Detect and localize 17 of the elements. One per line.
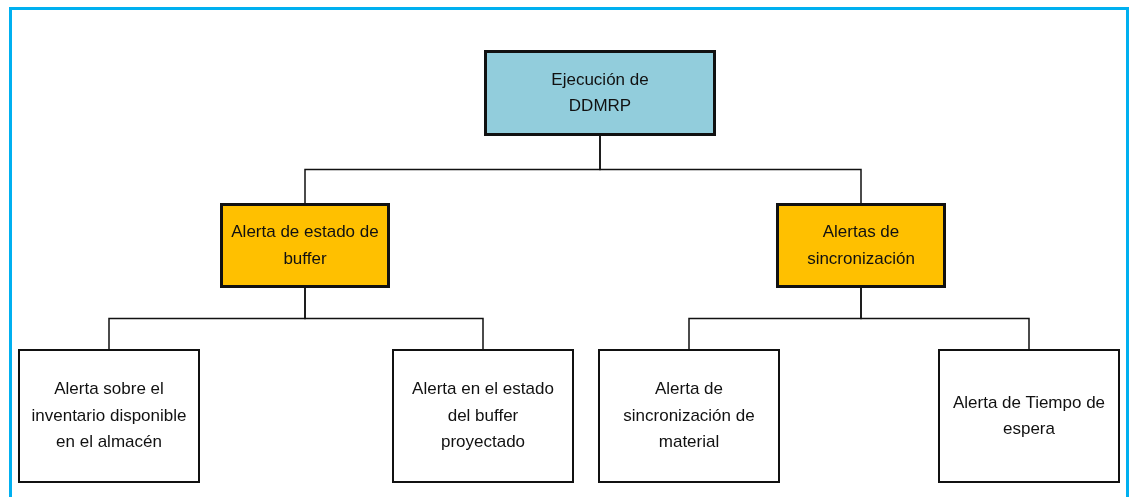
node-text: Alerta sobre el inventario disponible en el almacén [30, 378, 188, 454]
node-text: Alerta en el estado del buffer proyectado [411, 378, 555, 454]
node-box [776, 203, 946, 288]
node-box [938, 349, 1120, 483]
node-box [598, 349, 780, 483]
connector-line [860, 287, 1030, 350]
node-box [220, 203, 390, 288]
node-text: Alerta de estado de buffer [231, 221, 379, 270]
node-box [484, 50, 716, 136]
node-box [18, 349, 200, 483]
node-box [392, 349, 574, 483]
connector-line [599, 135, 862, 204]
node-text: Alerta de Tiempo de espera [951, 391, 1107, 440]
node-text: Alertas de sincronización [806, 221, 916, 270]
connector-line [304, 287, 484, 350]
node-text: Alerta de sincronización de material [622, 378, 756, 454]
node-text: Ejecución de DDMRP [550, 68, 650, 117]
